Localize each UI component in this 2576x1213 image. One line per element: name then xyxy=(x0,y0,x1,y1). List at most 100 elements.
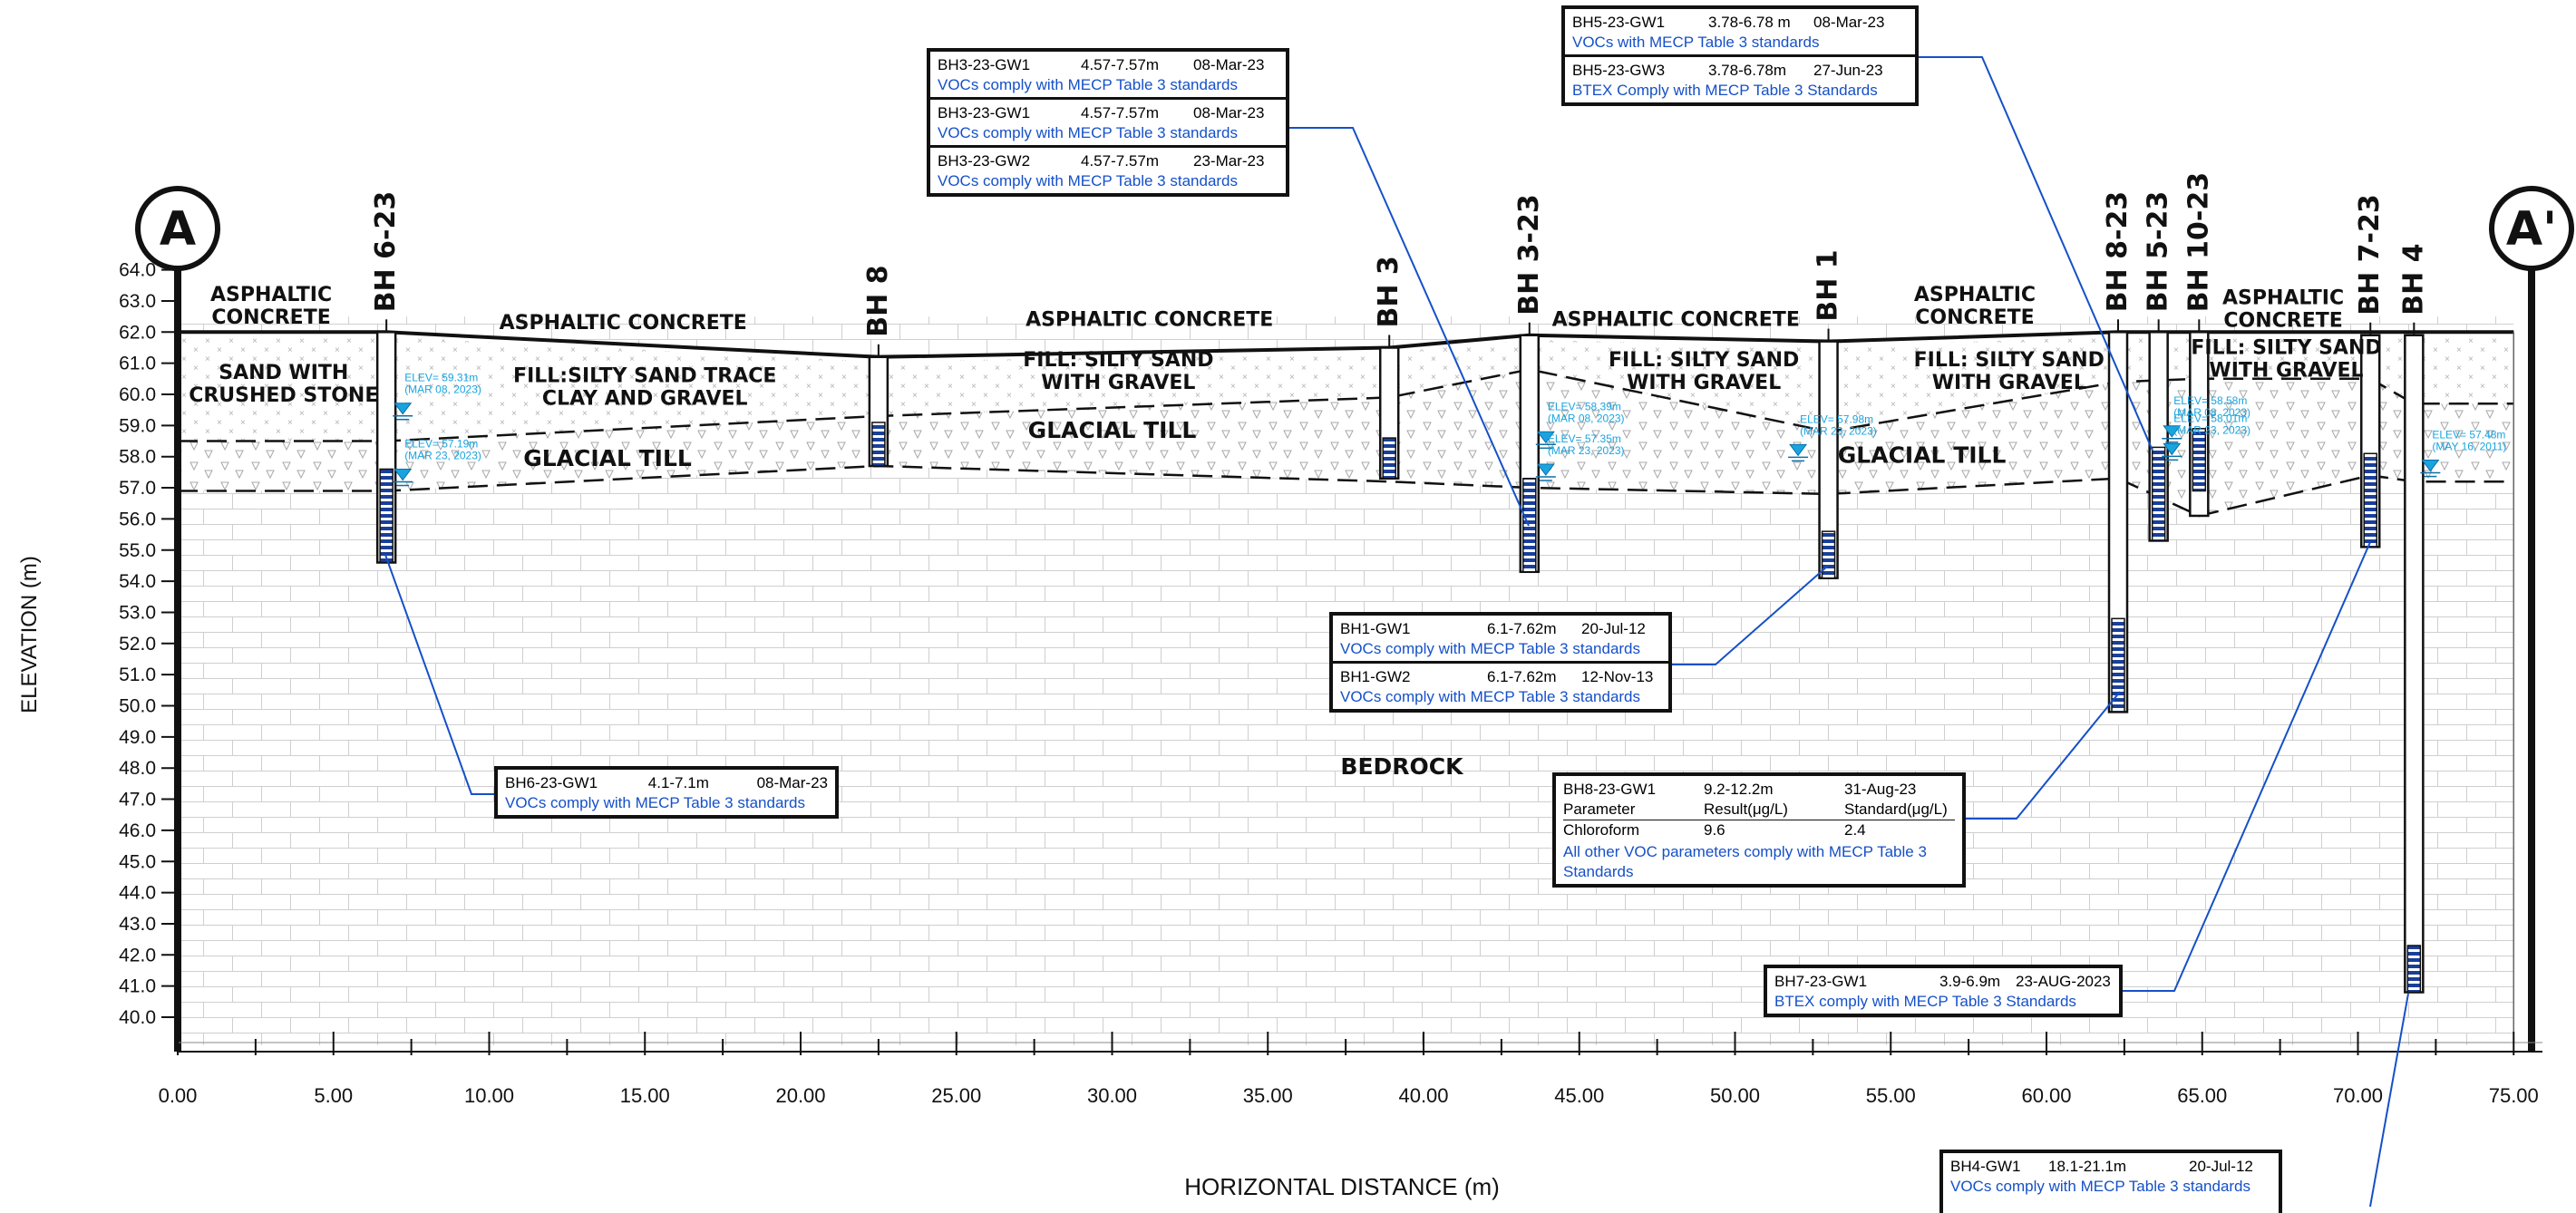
water-level-icon xyxy=(1536,431,1555,444)
well-screen xyxy=(2192,428,2207,492)
till-base-line xyxy=(178,464,2514,518)
sample-date: 12-Nov-13 xyxy=(1581,668,1654,685)
water-level-marker: ELEV= 57.19m(MAR 23, 2023) xyxy=(393,438,481,487)
sample-id: BH1-GW1 xyxy=(1340,620,1411,637)
borehole-casing xyxy=(2404,334,2425,994)
strata-label-line1: GLACIAL TILL xyxy=(1838,442,2007,469)
leader-bh7-23 xyxy=(2123,541,2371,992)
water-level-icon xyxy=(2421,460,2440,472)
borehole-label: BH 6-23 xyxy=(370,191,402,313)
y-tick-label: 58.0 xyxy=(119,447,156,468)
sample-note: VOCs with MECP Table 3 standards xyxy=(1572,34,1820,51)
sample-note: VOCs comply with MECP Table 3 standards xyxy=(505,794,806,811)
water-level-marker: ELEV= 57.35m(MAR 23, 2023) xyxy=(1535,432,1625,481)
y-tick-label: 60.0 xyxy=(119,384,156,405)
y-tick-label: 45.0 xyxy=(119,851,156,872)
well-screen xyxy=(379,468,394,564)
strata-label-line1: SAND WITH xyxy=(219,362,348,384)
y-tick-label: 40.0 xyxy=(119,1007,156,1028)
strata-label: BEDROCK xyxy=(1340,753,1464,780)
water-level-marker: ELEV= 59.31m(MAR 08, 2023) xyxy=(393,372,481,421)
sample-id: BH3-23-GW1 xyxy=(938,56,1031,73)
leader-bh3-23 xyxy=(1289,127,1530,527)
y-tick-label: 57.0 xyxy=(119,478,156,499)
strata-label-line1: FILL: SILTY SAND xyxy=(1914,349,2105,372)
water-levels: ELEV= 59.31m(MAR 08, 2023) ELEV= 57.19m(M… xyxy=(393,372,2506,487)
sample-note: VOCs comply with MECP Table 3 standards xyxy=(938,76,1239,93)
water-level-date: (MAR 08, 2023) xyxy=(1548,412,1625,424)
water-level-icon xyxy=(1789,443,1808,457)
strata-label: ASPHALTIC CONCRETE xyxy=(500,312,747,335)
water-level-marker: ELEV= 58.58m(MAR 08, 2023) xyxy=(2162,394,2250,443)
y-tick-label: 46.0 xyxy=(119,820,156,841)
y-tick-label: 48.0 xyxy=(119,758,156,779)
sample-id: BH8-23-GW1 xyxy=(1563,781,1657,798)
well-screen xyxy=(2151,446,2166,542)
water-level-icon xyxy=(1536,463,1555,476)
strata-label-line1: ASPHALTIC xyxy=(1914,284,2036,306)
x-tick-label: 70.00 xyxy=(2333,1084,2383,1107)
table-header: Parameter xyxy=(1563,801,1636,818)
well-screen xyxy=(1382,437,1396,480)
y-tick-label: 64.0 xyxy=(119,260,156,281)
water-level-elev: ELEV= 57.35m xyxy=(1548,432,1621,445)
x-tick-label: 30.00 xyxy=(1087,1084,1137,1107)
borehole: BH 3 xyxy=(1373,256,1405,480)
fill-layer xyxy=(178,332,2514,442)
sample-date: 31-Aug-23 xyxy=(1844,781,1917,798)
y-tick-label: 47.0 xyxy=(119,790,156,810)
x-tick-label: 20.00 xyxy=(775,1084,825,1107)
strata-label-line2: CONCRETE xyxy=(2223,309,2342,332)
water-level-icon xyxy=(2163,425,2182,438)
table-cell: 9.6 xyxy=(1704,821,1725,839)
x-axis-title: HORIZONTAL DISTANCE (m) xyxy=(1184,1173,1500,1200)
borehole: BH 8 xyxy=(862,265,894,468)
water-level-icon xyxy=(2163,442,2182,456)
sample-id: BH3-23-GW1 xyxy=(938,104,1031,121)
section-marker-label: A xyxy=(160,202,196,257)
strata-label-line1: GLACIAL TILL xyxy=(1028,417,1197,443)
axes: 64.063.062.061.060.059.058.057.056.055.0… xyxy=(17,251,2542,1200)
sample-note: BTEX comply with MECP Table 3 Standards xyxy=(1774,993,2076,1010)
sample-note: VOCs comply with MECP Table 3 standards xyxy=(938,172,1239,189)
strata-label-line1: BEDROCK xyxy=(1340,753,1464,780)
borehole-label: BH 3-23 xyxy=(1513,194,1545,315)
well-screen xyxy=(1821,530,1836,579)
section-marker-a: A xyxy=(135,186,220,271)
water-level-elev: ELEV= 57.48m xyxy=(2432,429,2505,442)
sample-id: BH5-23-GW3 xyxy=(1572,62,1666,79)
strata-label: ASPHALTIC CONCRETE xyxy=(1026,308,1273,331)
x-tick-label: 15.00 xyxy=(620,1084,670,1107)
y-tick-label: 55.0 xyxy=(119,540,156,561)
strata-label-line2: CONCRETE xyxy=(211,306,330,329)
strata-label-line1: FILL:SILTY SAND TRACE xyxy=(513,364,776,387)
y-tick-label: 52.0 xyxy=(119,634,156,655)
x-tick-label: 75.00 xyxy=(2489,1084,2539,1107)
sample-note: VOCs comply with MECP Table 3 standards xyxy=(1340,640,1641,657)
table-header: Standard(μg/L) xyxy=(1844,801,1948,818)
section-marker-a-prime: A' xyxy=(2489,186,2574,271)
sample-depth: 3.78-6.78 m xyxy=(1708,14,1791,31)
leader-bh1 xyxy=(1672,565,1829,665)
sample-id: BH7-23-GW1 xyxy=(1774,973,1868,990)
section-marker-label: A' xyxy=(2506,202,2557,257)
callout-leaders xyxy=(384,56,2409,1208)
water-level-date: (MAR 23, 2023) xyxy=(1548,444,1625,457)
section-markers: A A' xyxy=(135,186,2574,271)
sample-note: VOCs comply with MECP Table 3 standards xyxy=(1950,1178,2251,1195)
